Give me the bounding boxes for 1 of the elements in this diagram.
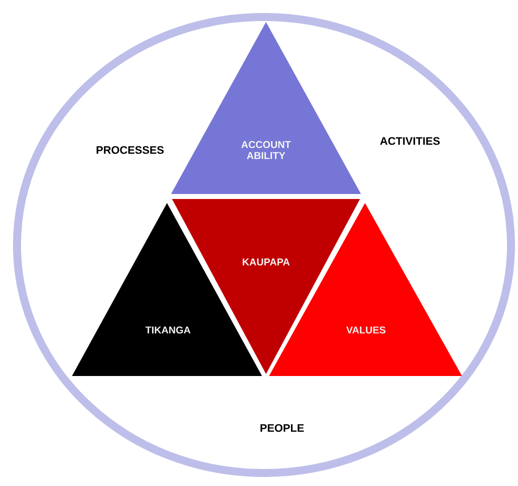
triangle: ACCOUNT ABILITY (171, 22, 361, 194)
